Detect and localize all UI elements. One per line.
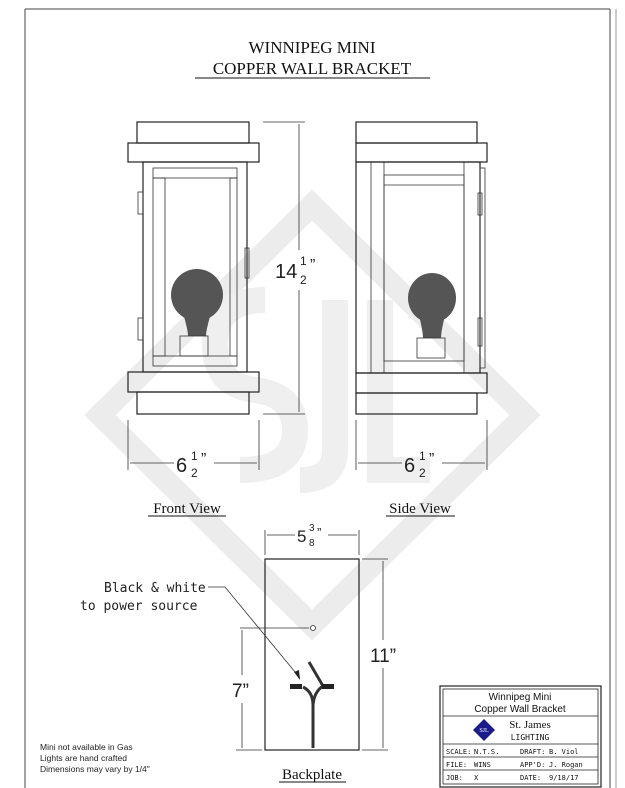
file-value: WINS bbox=[474, 761, 491, 769]
front-width-inch: ” bbox=[201, 451, 206, 468]
notes: Mini not available in Gas Lights are han… bbox=[40, 742, 150, 774]
appd-value: J. Rogan bbox=[549, 761, 583, 769]
note: Lights are hand crafted bbox=[40, 753, 127, 763]
job-label: JOB: bbox=[446, 774, 463, 782]
logo-text: SJL bbox=[479, 728, 489, 734]
date-label: DATE: bbox=[520, 774, 541, 782]
backplate-width-dimension: 5 3 8 ” bbox=[264, 523, 360, 555]
company-name: St. James bbox=[509, 719, 551, 731]
date-value: 9/18/17 bbox=[549, 774, 579, 782]
backplate-width-num: 3 bbox=[309, 523, 315, 534]
backplate-drawing bbox=[240, 558, 360, 751]
side-width-num: 1 bbox=[419, 449, 426, 463]
height-whole: 14 bbox=[275, 261, 297, 283]
draft-value: B. Viol bbox=[549, 748, 579, 756]
backplate-width-whole: 5 bbox=[297, 527, 306, 546]
scale-label: SCALE: bbox=[446, 748, 471, 756]
drawing-title-line2: COPPER WALL BRACKET bbox=[213, 59, 412, 78]
height-inch: ” bbox=[310, 257, 315, 274]
watermark-logo bbox=[84, 189, 541, 641]
front-view-label: Front View bbox=[153, 501, 221, 517]
side-width-whole: 6 bbox=[404, 455, 415, 477]
title-block-name-line2: Copper Wall Bracket bbox=[474, 704, 566, 715]
backplate-height-dimension: 11” bbox=[362, 558, 396, 751]
draft-label: DRAFT: bbox=[520, 748, 545, 756]
front-width-whole: 6 bbox=[176, 455, 187, 477]
backplate-height-label: 11” bbox=[370, 646, 396, 667]
side-width-dimension: 6 1 2 ” bbox=[355, 420, 488, 480]
drawing-title-line1: WINNIPEG MINI bbox=[248, 38, 375, 57]
mount-height-dimension: 7” bbox=[232, 630, 262, 751]
company-sub: LIGHTING bbox=[511, 733, 550, 742]
backplate-width-inch: ” bbox=[317, 525, 321, 540]
height-den: 2 bbox=[300, 273, 307, 287]
callout-line1: Black & white bbox=[104, 581, 206, 596]
note: Mini not available in Gas bbox=[40, 742, 133, 752]
side-view-label: Side View bbox=[389, 501, 451, 517]
front-width-den: 2 bbox=[191, 466, 198, 480]
backplate-label: Backplate bbox=[282, 767, 342, 783]
scale-value: N.T.S. bbox=[474, 748, 499, 756]
mount-height-label: 7” bbox=[232, 681, 249, 702]
front-view-drawing bbox=[127, 121, 260, 415]
side-view-drawing bbox=[355, 121, 488, 415]
job-value: X bbox=[474, 774, 479, 782]
power-source-callout: Black & white to power source bbox=[80, 581, 301, 680]
height-dimension: 14 1 2 ” bbox=[263, 121, 315, 415]
side-width-inch: ” bbox=[429, 451, 434, 468]
front-width-dimension: 6 1 2 ” bbox=[127, 420, 260, 480]
side-width-den: 2 bbox=[419, 466, 426, 480]
backplate-width-den: 8 bbox=[309, 538, 315, 549]
file-label: FILE: bbox=[446, 761, 467, 769]
note: Dimensions may vary by 1/4" bbox=[40, 764, 150, 774]
height-num: 1 bbox=[300, 254, 307, 268]
title-block: Winnipeg Mini Copper Wall Bracket SJL St… bbox=[439, 685, 602, 788]
title-block-name-line1: Winnipeg Mini bbox=[489, 692, 552, 703]
front-width-num: 1 bbox=[191, 449, 198, 463]
callout-line2: to power source bbox=[80, 599, 198, 614]
appd-label: APP'D: bbox=[520, 761, 545, 769]
st-james-logo: SJL bbox=[473, 719, 495, 741]
